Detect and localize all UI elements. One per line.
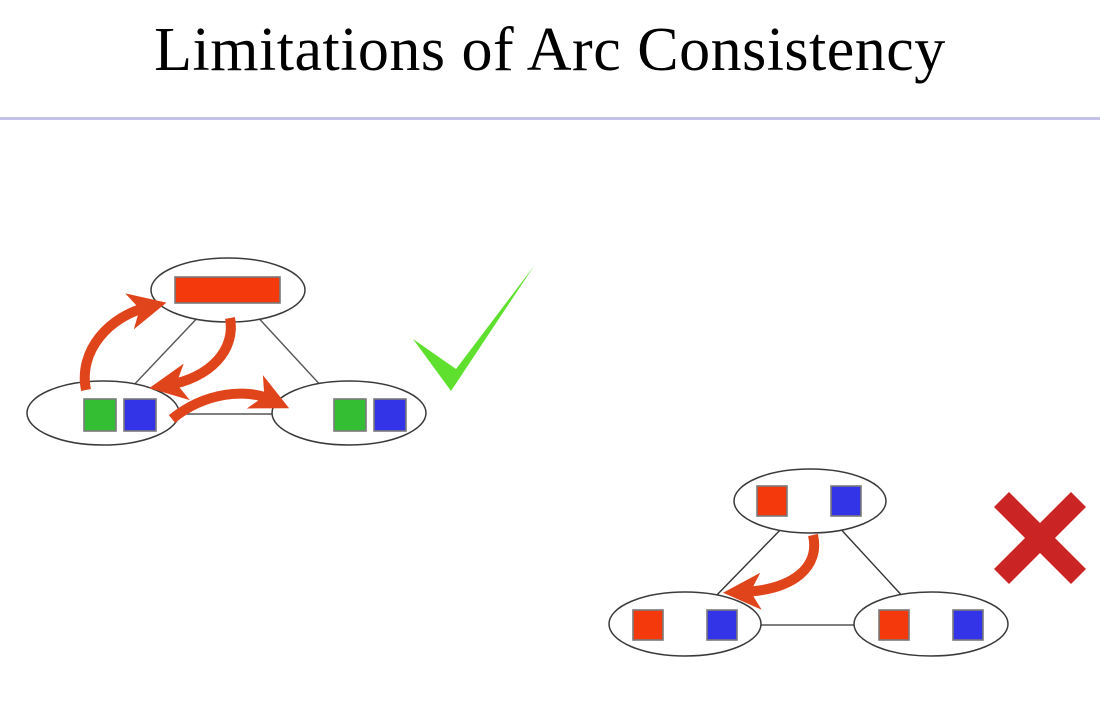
arrow-top-to-bottomleft bbox=[149, 317, 236, 401]
node-variable-bottom-right[interactable] bbox=[271, 380, 427, 446]
value-blue bbox=[952, 609, 984, 641]
node-outline bbox=[733, 468, 887, 534]
arrow-group bbox=[723, 533, 820, 610]
node-outline bbox=[853, 591, 1009, 657]
cross-icon bbox=[994, 492, 1086, 584]
node-variable-top[interactable] bbox=[733, 468, 887, 534]
node-variable-bottom-right[interactable] bbox=[853, 591, 1009, 657]
node-variable-top[interactable] bbox=[150, 257, 306, 323]
arrow-bottomleft-to-bottomright bbox=[168, 375, 290, 423]
diagram-arc-consistent-but-unsatisfiable-example bbox=[608, 468, 1086, 657]
value-red bbox=[756, 485, 788, 517]
title-divider bbox=[0, 117, 1100, 120]
value-red bbox=[174, 276, 281, 304]
value-blue bbox=[373, 398, 407, 432]
value-green bbox=[333, 398, 367, 432]
node-variable-bottom-left[interactable] bbox=[26, 380, 180, 446]
value-blue bbox=[830, 485, 862, 517]
node-outline bbox=[608, 591, 762, 657]
value-blue bbox=[123, 398, 157, 432]
arrow-group bbox=[79, 293, 290, 423]
value-red bbox=[878, 609, 910, 641]
page-title: Limitations of Arc Consistency bbox=[154, 16, 946, 84]
node-variable-bottom-left[interactable] bbox=[608, 591, 762, 657]
arrow-bottomleft-to-top bbox=[79, 293, 167, 391]
edge-top-bottomright bbox=[835, 523, 907, 601]
value-green bbox=[83, 398, 117, 432]
value-blue bbox=[706, 609, 738, 641]
check-icon bbox=[413, 266, 534, 391]
diagram-arc-consistent-example bbox=[26, 257, 534, 446]
arrow-top-to-bottomleft bbox=[723, 533, 820, 610]
edge-group bbox=[129, 311, 325, 415]
edge-top-bottomleft bbox=[129, 311, 204, 390]
edge-top-bottomright bbox=[252, 311, 325, 390]
value-red bbox=[632, 609, 664, 641]
